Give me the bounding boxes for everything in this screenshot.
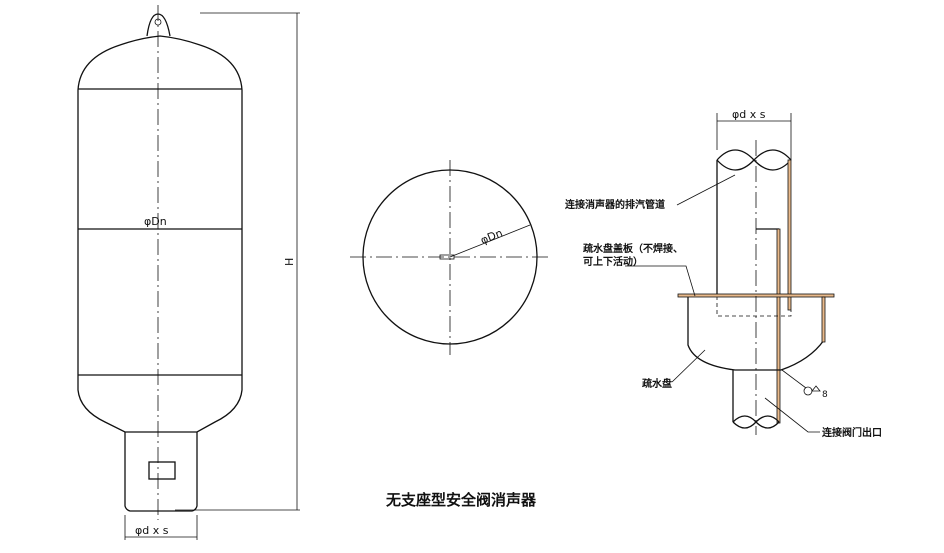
cover-label-line1: 疏水盘盖板（不焊接、: [583, 242, 683, 255]
weld-symbol-icon: [803, 386, 813, 396]
plan-diameter-label: φDn: [479, 226, 505, 247]
cover-label-line2: 可上下活动）: [583, 255, 643, 268]
pipe-dim-label: φd x s: [732, 108, 766, 121]
height-label: H: [283, 258, 296, 266]
vessel-diameter-label: φDn: [144, 215, 167, 228]
exhaust-pipe-label: 连接消声器的排汽管道: [565, 198, 665, 211]
plan-view: [350, 160, 550, 355]
drawing-title: 无支座型安全阀消声器: [385, 491, 537, 509]
drain-pan-detail: [625, 113, 835, 435]
valve-outlet-label: 连接阀门出口: [822, 426, 882, 439]
nameplate-icon: [148, 461, 176, 480]
weld-label: 8: [822, 390, 828, 400]
vessel-elevation: [77, 5, 300, 540]
vessel-outlet-label: φd x s: [135, 524, 169, 537]
drain-pan-label: 疏水盘: [642, 377, 672, 390]
